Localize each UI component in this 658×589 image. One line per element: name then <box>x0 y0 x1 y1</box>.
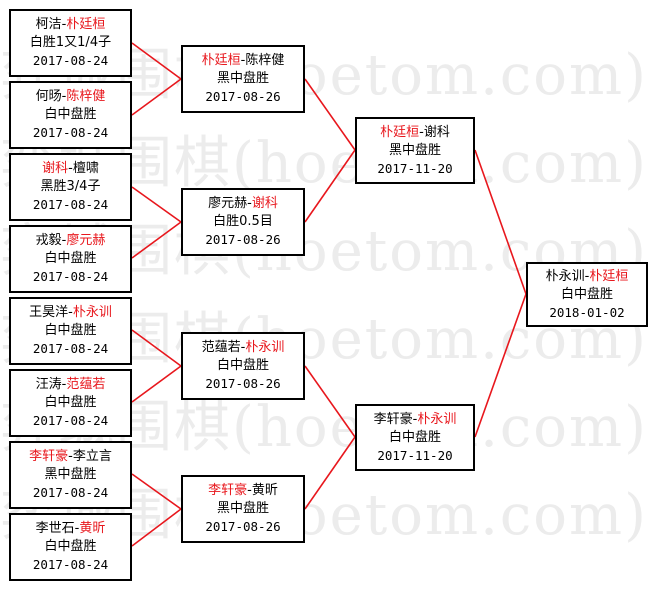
match-box-final: 朴永训-朴廷桓 白中盘胜 2018-01-02 <box>526 262 648 327</box>
player-name: 王昊洋 <box>29 305 69 320</box>
match-date: 2017-08-26 <box>205 232 281 247</box>
match-box-r1-8: 李世石-黄昕 白中盘胜 2017-08-24 <box>9 513 132 581</box>
match-result: 白中盘胜 <box>44 107 97 122</box>
winner-name: 黄昕 <box>79 521 106 536</box>
player-name: 黄昕 <box>251 483 278 498</box>
player-name: 谢科 <box>423 124 450 140</box>
player-name: 柯洁 <box>35 17 62 32</box>
match-date: 2017-11-20 <box>377 447 453 463</box>
match-result: 黑中盘胜 <box>44 467 97 482</box>
winner-name: 谢科 <box>251 196 278 211</box>
player-name: 戎毅 <box>35 233 62 248</box>
match-result: 白中盘胜 <box>44 323 97 338</box>
match-players: 柯洁-朴廷桓 <box>35 17 106 32</box>
player-name: 陈梓健 <box>245 53 285 68</box>
winner-name: 李轩豪 <box>208 483 248 498</box>
player-name: 廖元赫 <box>208 196 248 211</box>
match-result: 白中盘胜 <box>216 358 269 373</box>
match-date: 2017-11-20 <box>377 160 453 176</box>
player-name: 朴永训 <box>545 268 585 284</box>
match-result: 白中盘胜 <box>44 251 97 266</box>
match-date: 2017-08-26 <box>205 519 281 534</box>
match-players: 李轩豪-黄昕 <box>208 483 278 498</box>
match-box-r1-6: 汪涛-范蕴若 白中盘胜 2017-08-24 <box>9 369 132 437</box>
match-players: 王昊洋-朴永训 <box>29 305 112 320</box>
match-result: 黑胜3/4子 <box>40 179 101 194</box>
match-result: 黑中盘胜 <box>388 142 441 158</box>
match-box-r1-3: 谢科-檀啸 黑胜3/4子 2017-08-24 <box>9 153 132 221</box>
match-box-r1-7: 李轩豪-李立言 黑中盘胜 2017-08-24 <box>9 441 132 509</box>
player-name: 汪涛 <box>35 377 62 392</box>
winner-name: 范蕴若 <box>66 377 106 392</box>
match-date: 2017-08-26 <box>205 89 281 104</box>
winner-name: 陈梓健 <box>66 89 106 104</box>
match-result: 白中盘胜 <box>44 395 97 410</box>
match-date: 2017-08-24 <box>32 53 109 68</box>
match-players: 朴永训-朴廷桓 <box>545 268 629 284</box>
winner-name: 朴永训 <box>417 411 457 427</box>
winner-name: 朴廷桓 <box>380 124 420 140</box>
match-box-r2-4: 李轩豪-黄昕 黑中盘胜 2017-08-26 <box>181 475 305 543</box>
winner-name: 朴廷桓 <box>201 53 241 68</box>
match-result: 黑中盘胜 <box>216 501 269 516</box>
match-date: 2017-08-24 <box>32 197 109 212</box>
player-name: 檀啸 <box>72 161 99 176</box>
match-result: 白中盘胜 <box>560 286 613 302</box>
winner-name: 谢科 <box>42 161 69 176</box>
match-players: 李轩豪-李立言 <box>29 449 112 464</box>
match-box-r3-2: 李轩豪-朴永训 白中盘胜 2017-11-20 <box>355 404 475 471</box>
match-players: 戎毅-廖元赫 <box>35 233 106 248</box>
match-date: 2017-08-24 <box>32 125 109 140</box>
match-box-r2-3: 范蕴若-朴永训 白中盘胜 2017-08-26 <box>181 332 305 400</box>
match-box-r3-1: 朴廷桓-谢科 黑中盘胜 2017-11-20 <box>355 117 475 184</box>
match-players: 李轩豪-朴永训 <box>373 411 457 427</box>
match-date: 2018-01-02 <box>549 304 625 320</box>
winner-name: 朴廷桓 <box>589 268 629 284</box>
match-date: 2017-08-24 <box>32 557 109 572</box>
match-players: 何旸-陈梓健 <box>35 89 106 104</box>
match-players: 谢科-檀啸 <box>42 161 99 176</box>
match-players: 李世石-黄昕 <box>35 521 106 536</box>
match-date: 2017-08-26 <box>205 376 281 391</box>
match-result: 黑中盘胜 <box>216 71 269 86</box>
match-result: 白胜0.5目 <box>213 214 273 229</box>
match-date: 2017-08-24 <box>32 341 109 356</box>
match-date: 2017-08-24 <box>32 485 109 500</box>
winner-name: 朴永训 <box>245 340 285 355</box>
match-box-r1-2: 何旸-陈梓健 白中盘胜 2017-08-24 <box>9 81 132 149</box>
match-players: 朴廷桓-谢科 <box>380 124 450 140</box>
winner-name: 廖元赫 <box>66 233 106 248</box>
match-players: 范蕴若-朴永训 <box>201 340 285 355</box>
match-date: 2017-08-24 <box>32 413 109 428</box>
player-name: 李轩豪 <box>373 411 413 427</box>
match-result: 白中盘胜 <box>44 539 97 554</box>
match-box-r1-5: 王昊洋-朴永训 白中盘胜 2017-08-24 <box>9 297 132 365</box>
match-players: 汪涛-范蕴若 <box>35 377 106 392</box>
player-name: 范蕴若 <box>201 340 241 355</box>
player-name: 李世石 <box>35 521 75 536</box>
match-result: 白胜1又1/4子 <box>29 35 112 50</box>
match-box-r2-2: 廖元赫-谢科 白胜0.5目 2017-08-26 <box>181 188 305 256</box>
match-box-r2-1: 朴廷桓-陈梓健 黑中盘胜 2017-08-26 <box>181 45 305 113</box>
winner-name: 朴廷桓 <box>66 17 106 32</box>
winner-name: 李轩豪 <box>29 449 69 464</box>
match-date: 2017-08-24 <box>32 269 109 284</box>
match-box-r1-4: 戎毅-廖元赫 白中盘胜 2017-08-24 <box>9 225 132 293</box>
match-players: 朴廷桓-陈梓健 <box>201 53 285 68</box>
player-name: 何旸 <box>35 89 62 104</box>
match-box-r1-1: 柯洁-朴廷桓 白胜1又1/4子 2017-08-24 <box>9 9 132 77</box>
player-name: 李立言 <box>72 449 112 464</box>
winner-name: 朴永训 <box>72 305 112 320</box>
match-players: 廖元赫-谢科 <box>208 196 278 211</box>
match-result: 白中盘胜 <box>388 429 441 445</box>
